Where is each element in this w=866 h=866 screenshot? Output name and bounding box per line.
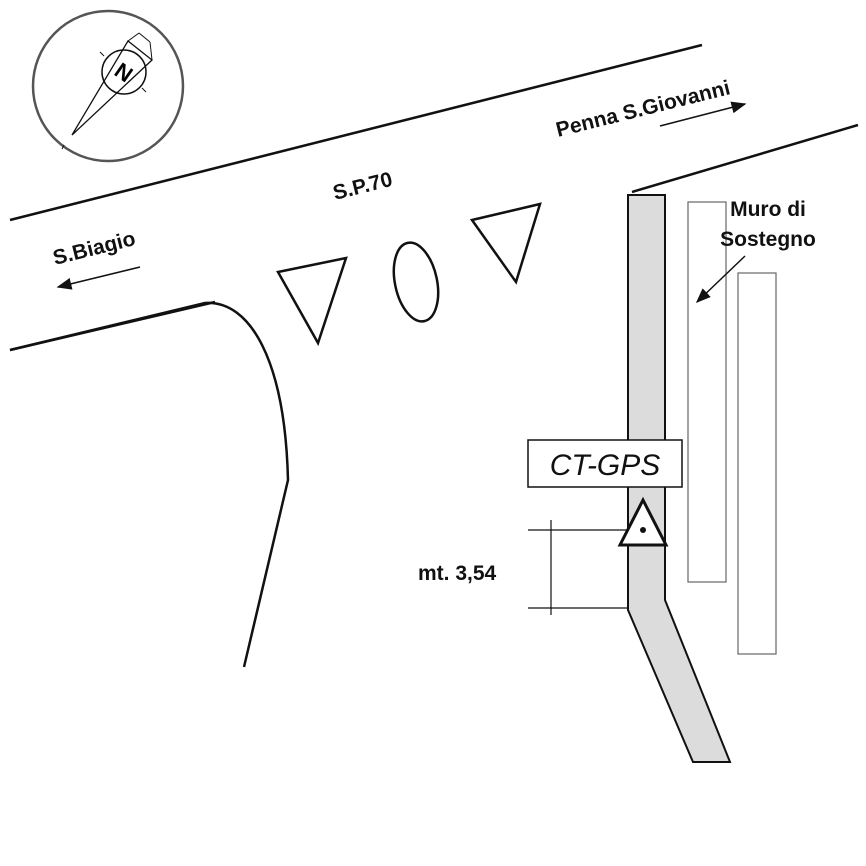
triangle-sign-right xyxy=(469,202,542,285)
distance-dimension xyxy=(528,520,628,615)
wall-pointer-arrow-icon xyxy=(695,255,746,304)
distance-label: mt. 3,54 xyxy=(418,562,497,585)
wall-label-line2: Sostegno xyxy=(720,228,816,251)
ellipse-marker xyxy=(392,241,440,323)
north-compass-icon: N xyxy=(31,9,185,163)
west-arrow-icon xyxy=(56,266,141,290)
station-label-box xyxy=(527,439,683,488)
gps-point-icon xyxy=(617,496,669,547)
triangle-sign-left xyxy=(276,256,348,347)
east-direction-label: Penna S.Giovanni xyxy=(554,76,733,142)
west-direction-label: S.Biagio xyxy=(51,227,138,270)
road-name-label: S.P.70 xyxy=(331,168,395,205)
east-arrow-icon xyxy=(659,101,747,127)
station-label: CT-GPS xyxy=(550,449,661,482)
retaining-wall-1 xyxy=(687,201,727,583)
side-road-strip xyxy=(627,194,732,763)
road-edges xyxy=(9,43,859,668)
compass-north-letter: N xyxy=(110,58,137,88)
retaining-wall-2 xyxy=(737,272,777,655)
wall-label-line1: Muro di xyxy=(730,198,806,221)
